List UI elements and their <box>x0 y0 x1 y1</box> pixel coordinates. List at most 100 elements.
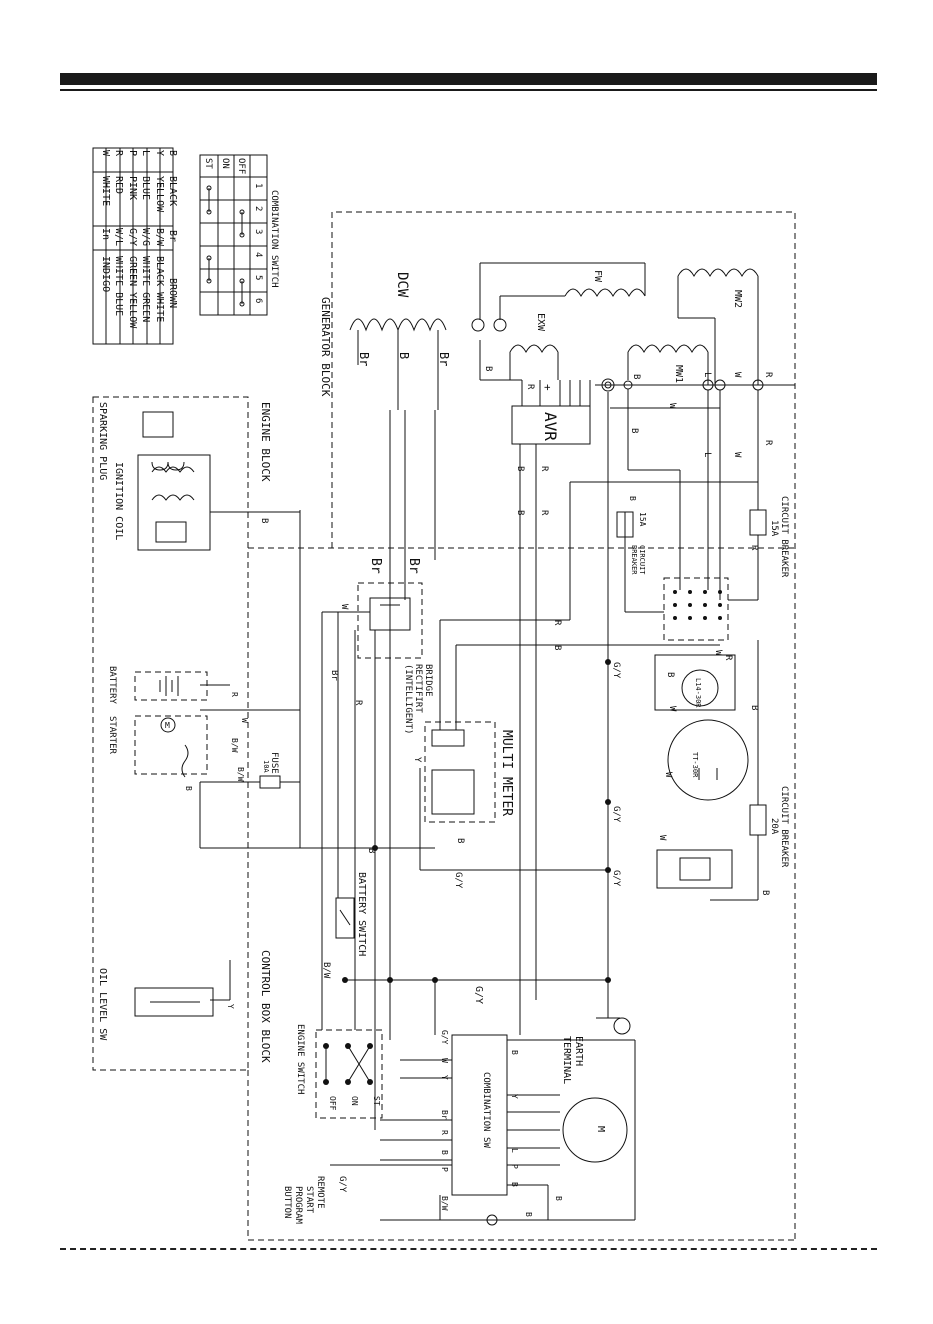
dcw-winding <box>349 318 447 410</box>
earth-terminal-l2: TERMINAL <box>561 1036 572 1084</box>
engine-switch-on: ON <box>350 1096 359 1106</box>
oil-level-label: OIL LEVEL SW <box>97 968 108 1041</box>
svg-text:BLUE: BLUE <box>140 176 151 200</box>
svg-text:G/Y: G/Y <box>127 228 138 246</box>
table-col-2: 2 <box>253 206 263 211</box>
avr-label: AVR <box>541 412 560 441</box>
bridge-label-1: BRIDGE <box>423 664 433 697</box>
bridge-br-right: Br <box>406 558 421 574</box>
table-col-6: 6 <box>253 298 263 303</box>
table-row-on: ON <box>220 158 230 169</box>
svg-text:R: R <box>113 150 124 157</box>
cb-20a-label: CIRCUIT BREAKER <box>779 786 789 868</box>
combination-switch <box>451 1034 508 1196</box>
exw-label: EXW <box>535 313 546 332</box>
color-legend-table <box>92 147 174 345</box>
cb-15a-r: R <box>749 545 759 551</box>
header-rule <box>60 89 877 91</box>
starter-label: STARTER <box>107 716 117 755</box>
dcw-label: DCW <box>394 272 410 298</box>
combination-switch-table-title: COMBINATION SWITCH <box>269 190 279 288</box>
earth-terminal-l1: EARTH <box>573 1036 584 1066</box>
remote-start-l3: PROGRAM <box>293 1186 303 1225</box>
svg-text:RED: RED <box>113 176 124 194</box>
engine-block-label: ENGINE BLOCK <box>259 402 272 482</box>
indicator-lamp <box>486 1214 498 1226</box>
cb-20a-b-top: B <box>749 705 759 710</box>
generator-block-outline <box>331 211 796 1240</box>
svg-text:W/L: W/L <box>113 228 124 246</box>
bridge-label-2: RECTIFIRT <box>413 664 423 713</box>
gfci-outlet <box>656 849 733 889</box>
table-col-5: 5 <box>253 275 263 280</box>
r-cb: R <box>552 620 562 626</box>
csw-out-l: L <box>510 1148 519 1153</box>
control-box-block-label: CONTROL BOX BLOCK <box>259 950 272 1063</box>
svg-text:BLACK WHITE: BLACK WHITE <box>154 256 165 322</box>
legend-row-2: L BLUE W/G WHITE GREEN <box>140 150 151 322</box>
legend-row-4: R RED W/L WHITE BLUE <box>113 150 124 316</box>
exw-winding <box>509 344 559 380</box>
csw-gy: G/Y <box>440 1030 449 1045</box>
dcw-br-label-left: Br <box>357 352 371 366</box>
remote-start-l4: BUTTON <box>282 1186 292 1219</box>
svg-text:BROWN: BROWN <box>167 278 178 308</box>
svg-text:INDIGO: INDIGO <box>100 256 111 292</box>
mw1-label: MW1 <box>673 365 684 383</box>
earth-terminal <box>596 980 631 1035</box>
control-box-wiring <box>199 410 720 1221</box>
engine-switch-off: OFF <box>328 1096 337 1111</box>
legend-row-0: B BLACK Br BROWN <box>167 150 178 308</box>
b-ctrl: B <box>366 848 376 853</box>
svg-text:Y: Y <box>154 150 165 156</box>
fw-terminal-right <box>493 318 507 332</box>
svg-text:B/W: B/W <box>154 228 165 247</box>
dcw-b-label: B <box>397 352 411 359</box>
battery-r: R <box>230 692 239 697</box>
dcw-br-label-right: Br <box>437 352 451 366</box>
legend-row-5: W WHITE In INDIGO <box>100 150 111 292</box>
avr-box <box>511 405 591 445</box>
combination-switch-table <box>199 154 268 316</box>
engine-switch <box>315 1029 383 1119</box>
avr-b-out: B <box>515 466 525 471</box>
svg-text:WHITE: WHITE <box>100 176 111 206</box>
svg-text:Br: Br <box>167 230 178 242</box>
csw-y: Y <box>440 1075 449 1080</box>
outlet1-b: B <box>665 672 675 677</box>
gy-mm: G/Y <box>453 872 463 889</box>
csw-out-b: B <box>510 1050 519 1055</box>
csw-w: W <box>440 1058 449 1063</box>
oil-y: Y <box>226 1004 235 1009</box>
r-bridge: R <box>353 700 363 706</box>
battery-switch <box>335 897 355 939</box>
bridge-br-left: Br <box>368 558 383 574</box>
svg-text:M: M <box>165 721 170 730</box>
svg-text:PINK: PINK <box>127 176 138 200</box>
circuit-breaker-15a <box>749 509 767 536</box>
svg-text:L: L <box>140 150 151 156</box>
table-row-off: OFF <box>236 158 246 174</box>
receptacle-contacts <box>624 512 758 620</box>
l14-30r-frame <box>654 654 736 711</box>
gy-label-1: G/Y <box>611 662 621 679</box>
outlet2-w: W <box>663 772 673 778</box>
csw-bw: B/W <box>440 1196 449 1211</box>
svg-text:In: In <box>100 228 111 240</box>
table-col-3: 3 <box>253 229 263 234</box>
b-cb: B <box>552 645 562 650</box>
gy-junction-1 <box>342 977 348 983</box>
battery-switch-label: BATTERY SWITCH <box>356 872 367 956</box>
ignition-b: B <box>259 518 269 523</box>
cb-small-rating: 15A <box>638 512 647 527</box>
gy-junction-3 <box>432 977 438 983</box>
starter-b: B <box>184 786 193 791</box>
svg-text:GREEN YELLOW: GREEN YELLOW <box>127 256 138 329</box>
mw2-winding <box>677 268 759 385</box>
csw-out-p: P <box>510 1164 519 1169</box>
engine-switch-label: ENGINE SWITCH <box>295 1024 305 1094</box>
csw-p: P <box>440 1167 449 1172</box>
generator-block-label: GENERATOR BLOCK <box>319 297 332 397</box>
lamp-b2: B <box>524 1212 533 1217</box>
fuse-label: FUSE <box>269 752 279 774</box>
